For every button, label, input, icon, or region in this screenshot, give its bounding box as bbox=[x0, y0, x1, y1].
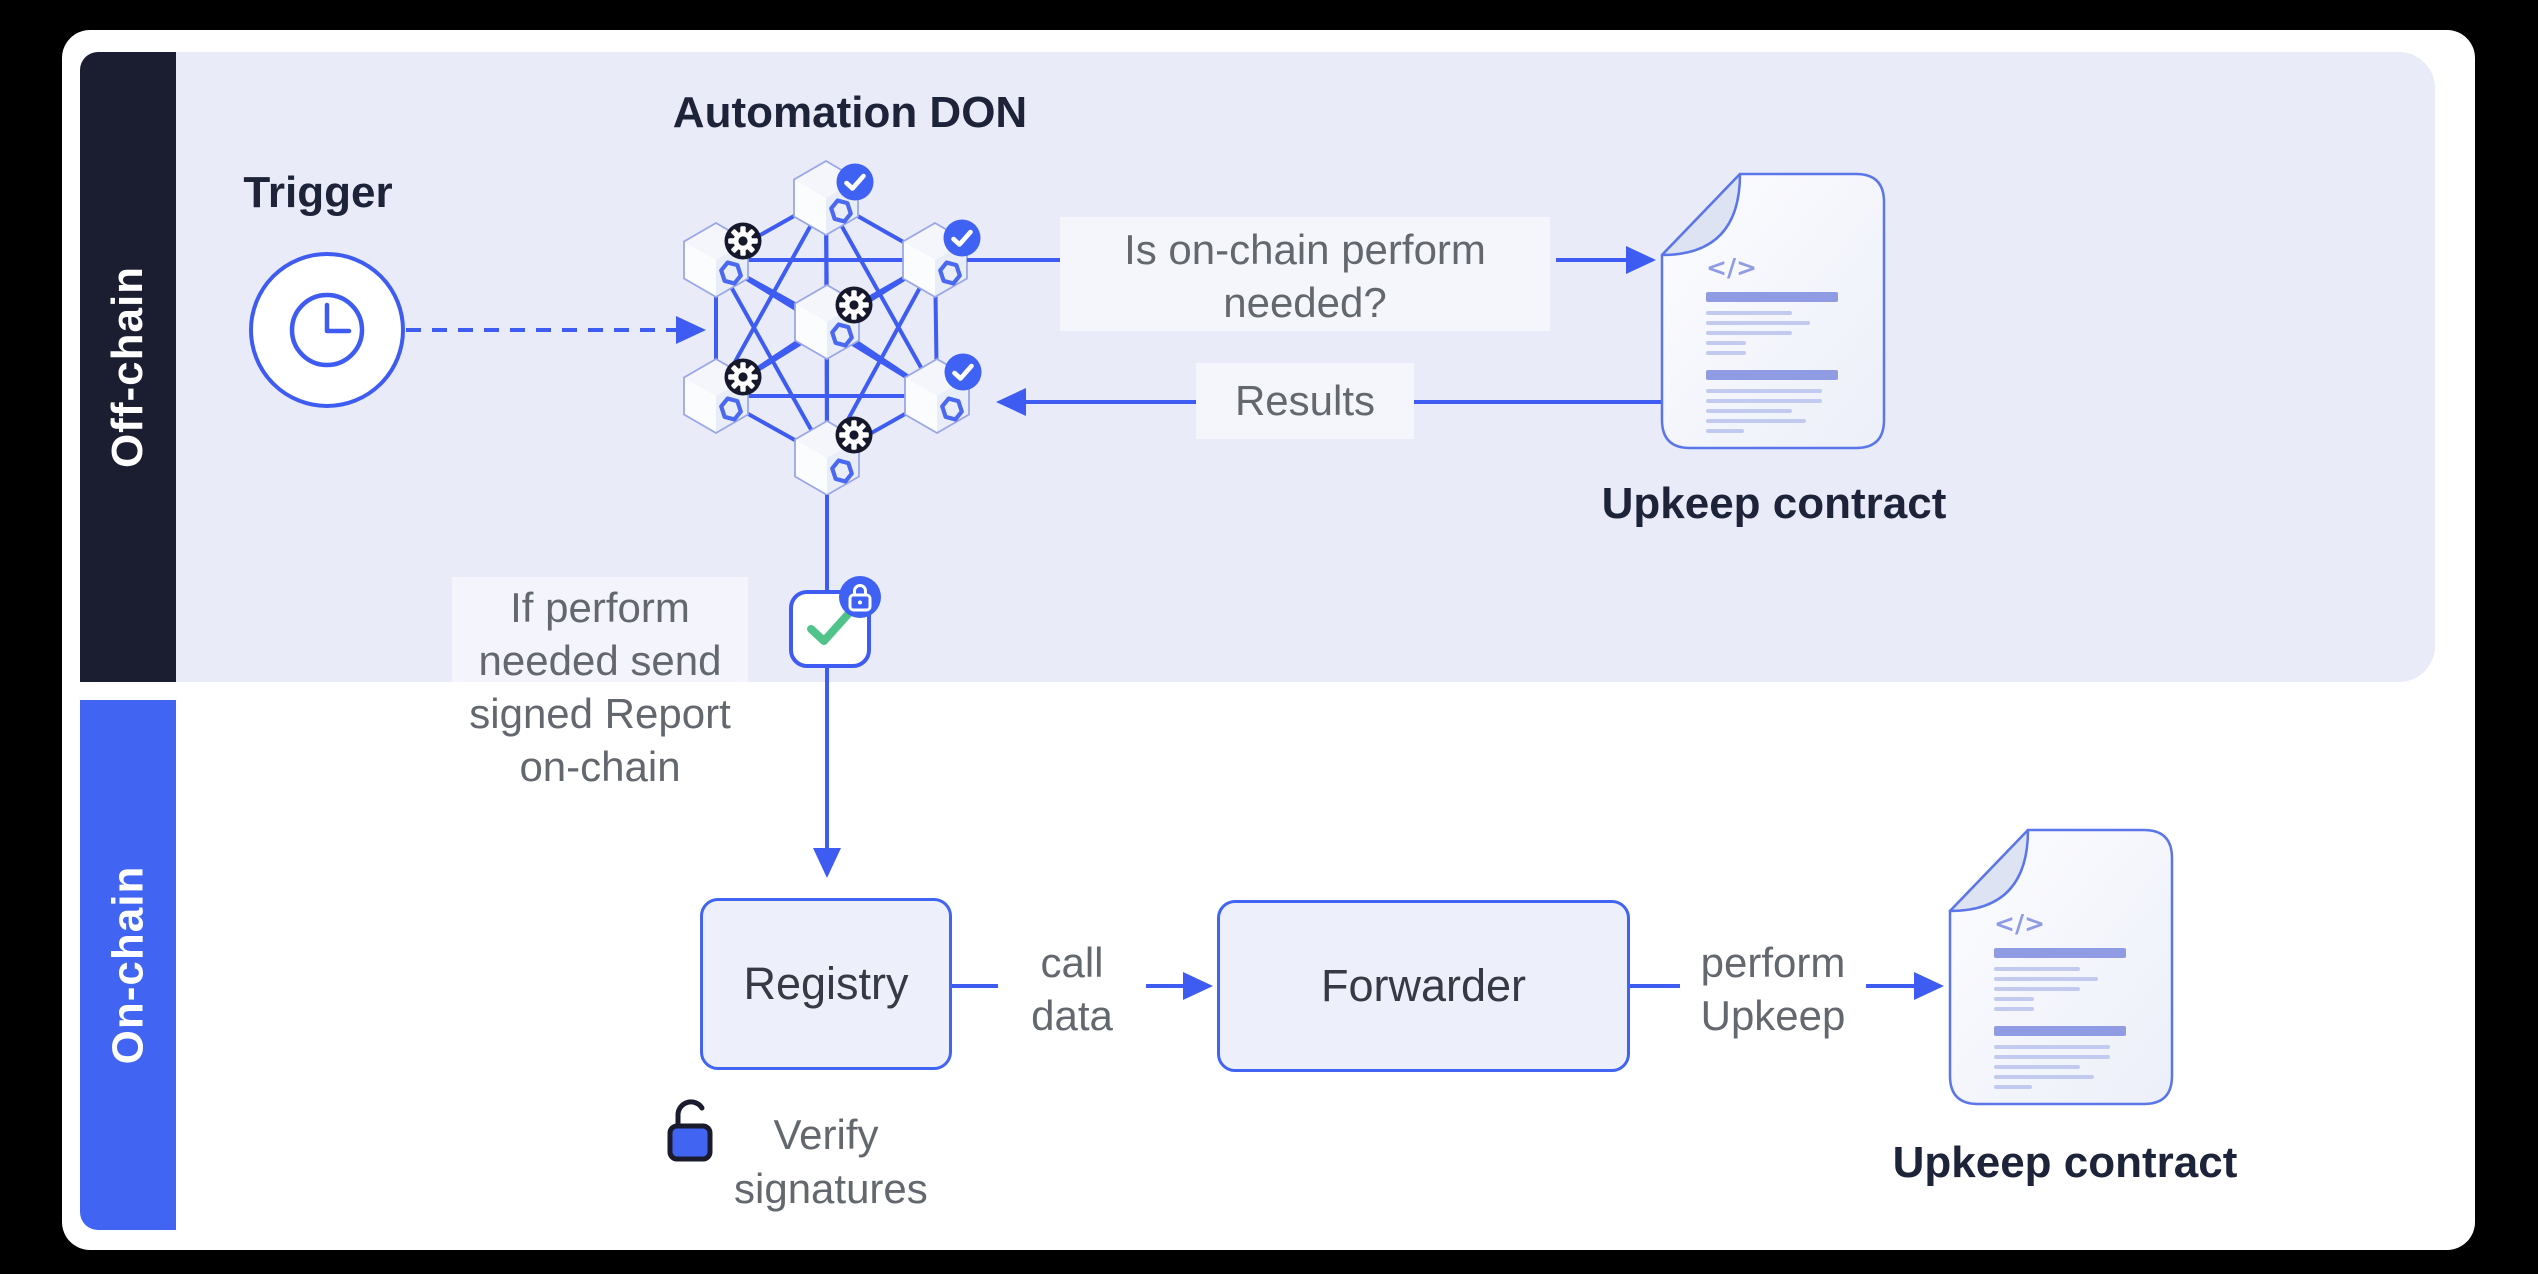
offchain-sidebar: Off-chain bbox=[80, 52, 176, 682]
onchain-sidebar: On-chain bbox=[80, 700, 176, 1230]
call-data-line-2: data bbox=[1031, 992, 1113, 1039]
call-data-line-1: call bbox=[1040, 939, 1104, 986]
upkeep-contract-label-top: Upkeep contract bbox=[1601, 479, 1947, 528]
registry-label: Registry bbox=[743, 958, 909, 1009]
upkeep-contract-label-bottom: Upkeep contract bbox=[1892, 1138, 2238, 1187]
question-line-2: needed? bbox=[1223, 279, 1387, 326]
report-note-line-3: signed Report bbox=[469, 690, 731, 737]
report-note-line-1: If perform bbox=[510, 584, 690, 631]
registry-box: Registry bbox=[700, 898, 952, 1070]
question-text: Is on-chain perform needed? bbox=[1060, 217, 1550, 331]
perform-upkeep-line-1: perform bbox=[1700, 939, 1846, 986]
report-note-line-4: on-chain bbox=[519, 743, 681, 790]
verify-line-2: signatures bbox=[734, 1165, 928, 1212]
forwarder-box: Forwarder bbox=[1217, 900, 1630, 1072]
onchain-sidebar-label: On-chain bbox=[103, 865, 152, 1065]
call-data-text: call data bbox=[1008, 936, 1136, 1042]
perform-upkeep-text: perform Upkeep bbox=[1678, 936, 1868, 1042]
question-line-1: Is on-chain perform bbox=[1124, 226, 1486, 273]
report-note-text: If perform needed send signed Report on-… bbox=[452, 577, 748, 797]
trigger-label: Trigger bbox=[243, 168, 393, 217]
automation-don-title: Automation DON bbox=[672, 88, 1028, 137]
report-note-line-2: needed send bbox=[478, 637, 722, 684]
forwarder-label: Forwarder bbox=[1320, 960, 1527, 1011]
verify-signatures-text: Verify signatures bbox=[734, 1108, 928, 1216]
offchain-sidebar-label: Off-chain bbox=[103, 265, 153, 469]
perform-upkeep-line-2: Upkeep bbox=[1700, 992, 1846, 1039]
verify-line-1: Verify bbox=[773, 1111, 879, 1158]
results-label: Results bbox=[1196, 363, 1414, 439]
